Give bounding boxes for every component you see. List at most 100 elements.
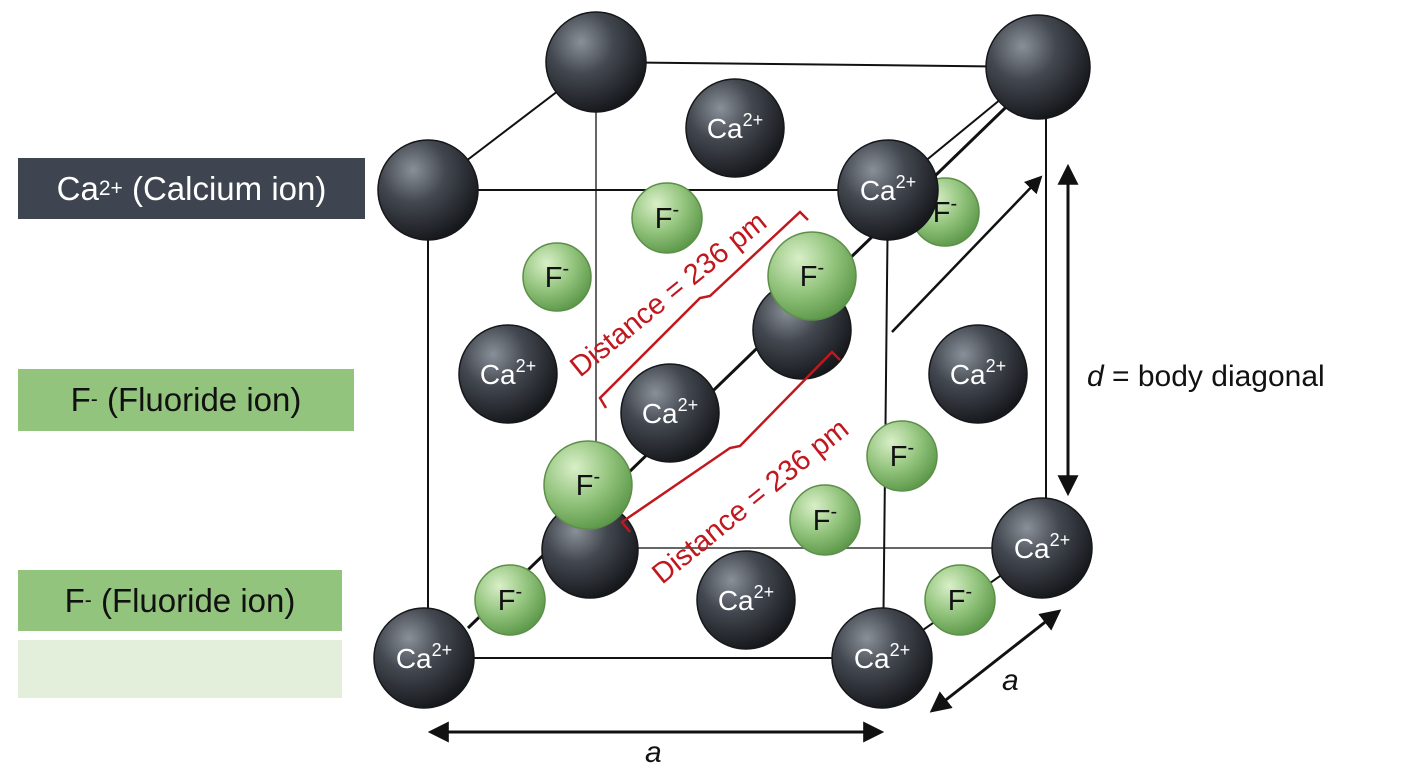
ca-ion-face-right-label: Ca2+ — [950, 356, 1006, 390]
ca-ion-face-right: Ca2+ — [928, 324, 1028, 424]
ca-ion-face-front-charge: 2+ — [754, 582, 775, 602]
f-ion-front-lower-symbol: F — [813, 505, 831, 537]
f-ion-bottom-left: F- — [474, 564, 546, 636]
f-ion-diagonal-lower-label: F- — [576, 466, 600, 502]
ca-ion-front-top-left-sphere — [377, 139, 479, 241]
legend-calcium-charge: 2+ — [98, 176, 123, 200]
ca-ion-face-left-charge: 2+ — [516, 356, 537, 376]
f-ion-diagonal-upper-charge: - — [818, 257, 825, 279]
ca-ion-front-bottom-right-label: Ca2+ — [854, 640, 910, 674]
f-ion-diagonal-lower-charge: - — [594, 466, 601, 488]
f-ion-left-upper-charge: - — [563, 258, 570, 280]
legend-fluoride-2-shade — [18, 640, 342, 698]
f-ion-left-upper-symbol: F — [545, 262, 563, 294]
ca-ion-face-front-sphere — [696, 550, 796, 650]
ca-ion-front-bottom-left-symbol: Ca — [396, 643, 432, 674]
upper-distance-bracket — [598, 210, 809, 409]
f-ion-top-back-charge: - — [673, 199, 680, 221]
back-top-edge — [595, 61, 1041, 68]
f-ion-top-back: F- — [631, 182, 703, 254]
legend-fluoride-name: (Fluoride ion) — [106, 381, 302, 418]
f-ion-diagonal-upper-label: F- — [800, 257, 824, 293]
ca-ion-face-left: Ca2+ — [458, 324, 558, 424]
ca-ion-face-right-symbol: Ca — [950, 359, 986, 390]
ca-ion-front-bottom-left: Ca2+ — [373, 607, 475, 709]
f-ion-diagonal-lower: F- — [543, 440, 633, 530]
ca-ion-face-left-label: Ca2+ — [480, 356, 536, 390]
ca-ion-front-bottom-left-charge: 2+ — [432, 640, 453, 660]
f-ion-bottom-right-sphere — [924, 564, 996, 636]
f-ion-bottom-right-charge: - — [966, 581, 973, 603]
ca-ion-front-bottom-right-charge: 2+ — [890, 640, 911, 660]
legend-fluoride: F- (Fluoride ion) — [18, 369, 354, 431]
ca-ion-body-center-label: Ca2+ — [642, 395, 698, 429]
f-ion-left-upper: F- — [522, 242, 592, 312]
ca-ion-face-front-symbol: Ca — [718, 585, 754, 616]
ca-ion-face-top-symbol: Ca — [707, 113, 743, 144]
ca-ion-front-bottom-right: Ca2+ — [831, 607, 933, 709]
f-ion-right-middle-sphere — [866, 420, 938, 492]
ca-ion-back-bottom-right-label: Ca2+ — [1014, 530, 1070, 564]
ca-ion-front-top-right-label: Ca2+ — [860, 172, 916, 206]
ca-ion-front-top-right-symbol: Ca — [860, 175, 896, 206]
f-ion-front-lower-sphere — [789, 484, 861, 556]
f-ion-bottom-left-label: F- — [498, 581, 522, 617]
f-ion-right-middle-label: F- — [890, 437, 914, 473]
distance-brackets — [598, 210, 841, 533]
back-ions: Ca2+F- — [541, 11, 1091, 599]
f-ion-right-middle: F- — [866, 420, 938, 492]
body-diagonal-label: d = body diagonal — [1087, 360, 1325, 393]
ca-ion-front-bottom-right-sphere — [831, 607, 933, 709]
ca-ion-back-top-right — [985, 14, 1091, 120]
ca-ion-front-bottom-left-sphere — [373, 607, 475, 709]
edge-a-bottom-label: a — [645, 736, 662, 768]
f-ion-diagonal-upper-symbol: F — [800, 261, 818, 293]
f-ion-bottom-left-sphere — [474, 564, 546, 636]
f-ion-top-back-label: F- — [655, 199, 679, 235]
ca-ion-face-right-sphere — [928, 324, 1028, 424]
ca-ion-front-bottom-left-label: Ca2+ — [396, 640, 452, 674]
ca-ion-front-top-right-charge: 2+ — [896, 172, 917, 192]
diagonal-offset-arrow — [891, 175, 1043, 333]
ca-ion-face-top-charge: 2+ — [743, 110, 764, 130]
ca-ion-face-top-label: Ca2+ — [707, 110, 763, 144]
f-ion-bottom-right-symbol: F — [948, 585, 966, 617]
f-ion-bottom-left-symbol: F — [498, 585, 516, 617]
ca-ion-front-top-right: Ca2+ — [837, 139, 939, 241]
f-ion-back-right-label: F- — [933, 193, 957, 229]
legend-fluoride-2-charge: - — [84, 588, 92, 612]
legend-fluoride-charge: - — [90, 388, 98, 411]
f-ion-diagonal-upper-sphere — [767, 231, 857, 321]
ca-ion-face-left-symbol: Ca — [480, 359, 516, 390]
legend-fluoride-2-symbol: F — [64, 581, 85, 619]
ca-ion-back-top-left — [545, 11, 647, 113]
legend-calcium-name: (Calcium ion) — [131, 169, 327, 207]
body-diagonal-variable: d — [1087, 360, 1105, 393]
ca-ion-back-bottom-right-charge: 2+ — [1050, 530, 1071, 550]
ca-ion-face-front-label: Ca2+ — [718, 582, 774, 616]
ca-ion-body-center-sphere — [620, 363, 720, 463]
f-ion-top-back-sphere — [631, 182, 703, 254]
f-ion-left-upper-label: F- — [545, 258, 569, 294]
ca-ion-front-top-left — [377, 139, 479, 241]
ca-ion-front-top-right-sphere — [837, 139, 939, 241]
ca-ion-face-top-sphere — [685, 78, 785, 178]
ca-ion-face-right-charge: 2+ — [986, 356, 1007, 376]
ca-ion-back-top-left-sphere — [545, 11, 647, 113]
f-ion-back-right-symbol: F — [933, 197, 951, 229]
f-ion-front-lower-label: F- — [813, 501, 837, 537]
f-ion-right-middle-symbol: F — [890, 441, 908, 473]
legend-fluoride-2: F- (Fluoride ion) — [18, 570, 342, 631]
ca-ion-body-center: Ca2+ — [620, 363, 720, 463]
f-ion-left-upper-sphere — [522, 242, 592, 312]
f-ion-diagonal-lower-sphere — [543, 440, 633, 530]
lower-distance-bracket — [620, 350, 841, 533]
edge-a-right-label: a — [1002, 664, 1019, 697]
f-ion-back-right-charge: - — [951, 193, 958, 215]
ca-ion-body-center-charge: 2+ — [678, 395, 699, 415]
f-ion-bottom-left-charge: - — [516, 581, 523, 603]
ca-ion-face-left-sphere — [458, 324, 558, 424]
edge-a-right-arrow — [929, 609, 1062, 713]
